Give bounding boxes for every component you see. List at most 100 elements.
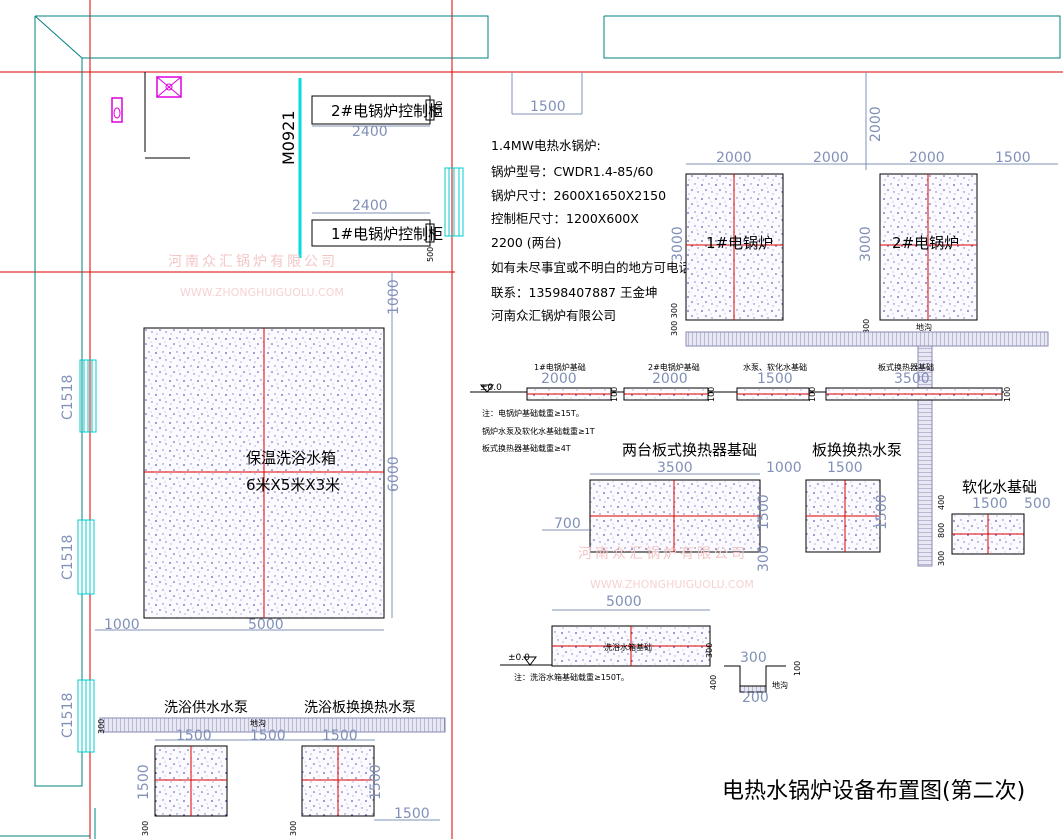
bath-tank-name: 保温洗浴水箱	[246, 449, 336, 467]
dim-boiler-right: 1500	[995, 150, 1031, 166]
trench-dim-200: 200	[742, 690, 769, 706]
dim-boiler1-depth: 3000	[670, 226, 686, 262]
control-cabinet-1: 1#电锅炉控制柜	[311, 219, 443, 247]
hx-base	[589, 479, 761, 553]
window-c1518-3	[77, 679, 95, 753]
dim-boiler2-width: 2000	[909, 150, 945, 166]
section-dim-1500: 1500	[757, 371, 793, 387]
hx-dim-700: 700	[554, 516, 581, 532]
cabinet-2-label: 2#电锅炉控制柜	[331, 102, 443, 120]
window-right	[444, 167, 464, 237]
tank-base-label: 洗浴水箱基础	[604, 642, 652, 652]
tank-dim-6000: 6000	[386, 456, 402, 492]
section-note-1: 注：电锅炉基础载重≥15T。	[482, 408, 584, 418]
bath-tank: 保温洗浴水箱 6米X5米X3米	[143, 327, 385, 619]
section-note-2: 锅炉水泵及软化水基础载重≥1T	[482, 426, 595, 436]
tank-base-elev: ±0.0	[508, 653, 530, 663]
watermark-url-2: WWW.ZHONGHUIGUOLU.COM	[590, 578, 754, 591]
softener-dim-800: 800	[937, 523, 946, 538]
bath-dim-1500-d: 1500	[394, 806, 430, 822]
window-label-1: C1518	[60, 375, 76, 420]
notes-block: 1.4MW电热水锅炉: 锅炉型号：CWDR1.4-85/60 锅炉尺寸：2600…	[491, 138, 691, 323]
cabinet-1-label: 1#电锅炉控制柜	[331, 225, 443, 243]
hx-pump-dim-1500: 1500	[827, 460, 863, 476]
hx-base-label: 两台板式换热器基础	[622, 441, 757, 459]
hx-dim-1500-vert: 1500	[756, 494, 772, 530]
boiler-1: 1#电锅炉	[685, 173, 784, 321]
toilet-icon	[111, 97, 123, 123]
trench-dim-300: 300	[740, 650, 767, 666]
tank-dim-1000-vert: 1000	[386, 279, 402, 315]
section-dim-2000-b: 2000	[652, 371, 688, 387]
boiler-trench-label: 地沟	[916, 322, 932, 332]
note-size: 锅炉尺寸：2600X1650X2150	[491, 188, 666, 203]
vertical-trench	[917, 345, 933, 567]
dim-1500-entrance: 1500	[530, 99, 566, 115]
window-label-3: C1518	[60, 693, 76, 738]
hx-pump-dim-1500-vert: 1500	[874, 494, 890, 530]
hx-pump-label: 板换换热水泵	[812, 441, 902, 459]
dim-2400-b: 2400	[352, 198, 388, 214]
toilet-room	[111, 72, 190, 159]
section-hx-base: 板式换热器基础	[878, 362, 934, 372]
watermark-url-1: WWW.ZHONGHUIGUOLU.COM	[180, 286, 344, 299]
bath-dim-1500-vert-2: 1500	[368, 764, 384, 800]
bath-trench	[99, 717, 446, 733]
dim-boiler2-depth: 3000	[858, 226, 874, 262]
trench-dim-400: 400	[709, 675, 718, 690]
dim-500-a: 500	[435, 101, 444, 116]
softener-dim-300: 300	[937, 551, 946, 566]
window-c1518-1	[79, 359, 97, 433]
bath-pump-base	[154, 745, 228, 817]
dim-2400-a: 2400	[352, 124, 388, 140]
section-dim-100-a: 100	[610, 387, 619, 402]
note-cabinet-size-2: 2200 (两台)	[491, 235, 562, 250]
hx-pump-base	[805, 479, 881, 553]
foundation-section: 1#电锅炉基础 2#电锅炉基础 水泵、软化水基础 板式换热器基础 ±0.0 20…	[470, 362, 1012, 453]
section-dim-3500: 3500	[894, 371, 930, 387]
hx-dim-1000: 1000	[766, 460, 802, 476]
dim-boiler2-offset: 300	[862, 319, 871, 334]
drawing-title: 电热水锅炉设备布置图(第二次)	[722, 779, 1025, 804]
hx-dim-3500: 3500	[657, 460, 693, 476]
section-b1-base: 1#电锅炉基础	[534, 362, 586, 372]
note-contact: 联系：13598407887 王金坤	[491, 285, 657, 300]
section-dim-100-d: 100	[1003, 387, 1012, 402]
note-contact-hint: 如有未尽事宜或不明白的地方可电话	[491, 260, 691, 275]
door-label: M0921	[279, 110, 298, 165]
window-c1518-2	[77, 519, 95, 595]
trench-detail-label: 地沟	[772, 680, 788, 690]
softener-base	[951, 513, 1025, 555]
tank-dim-1000: 1000	[104, 617, 140, 633]
dim-boiler1-offset: 300 300	[670, 303, 679, 336]
window-label-2: C1518	[60, 535, 76, 580]
dim-2000-vert: 2000	[868, 106, 884, 142]
note-cabinet-size-1: 控制柜尺寸：1200X600X	[491, 211, 639, 226]
bath-dim-1500-b: 1500	[250, 728, 286, 744]
bath-pump-label: 洗浴供水水泵	[164, 700, 248, 716]
section-dim-100-c: 100	[808, 387, 817, 402]
tank-dim-5000: 5000	[248, 617, 284, 633]
softener-dim-500: 500	[1024, 496, 1051, 512]
trench-dim-100: 100	[793, 661, 802, 676]
section-note-3: 板式换热器基础载重≥4T	[482, 443, 571, 453]
section-dim-100-b: 100	[707, 387, 716, 402]
boiler-1-label: 1#电锅炉	[706, 234, 773, 252]
section-dim-2000-a: 2000	[541, 371, 577, 387]
dim-500-b: 500	[426, 247, 435, 262]
note-model: 锅炉型号：CWDR1.4-85/60	[491, 164, 653, 179]
section-b2-base: 2#电锅炉基础	[648, 362, 700, 372]
bath-dim-300-c: 300	[289, 821, 298, 836]
note-company: 河南众汇锅炉有限公司	[491, 308, 616, 323]
bath-dim-1500-c: 1500	[322, 728, 358, 744]
softener-label: 软化水基础	[962, 478, 1037, 496]
tank-base-dim-5000: 5000	[606, 594, 642, 610]
tank-base-section: ±0.0 洗浴水箱基础 注：洗浴水箱基础载重≥150T。	[500, 625, 711, 682]
bath-trench-label: 地沟	[250, 718, 266, 728]
softener-dim-400: 400	[937, 495, 946, 510]
control-cabinet-2: 2#电锅炉控制柜	[311, 95, 443, 125]
watermark-company-1: 河南众汇锅炉有限公司	[168, 254, 338, 270]
bath-dim-1500-vert: 1500	[136, 764, 152, 800]
